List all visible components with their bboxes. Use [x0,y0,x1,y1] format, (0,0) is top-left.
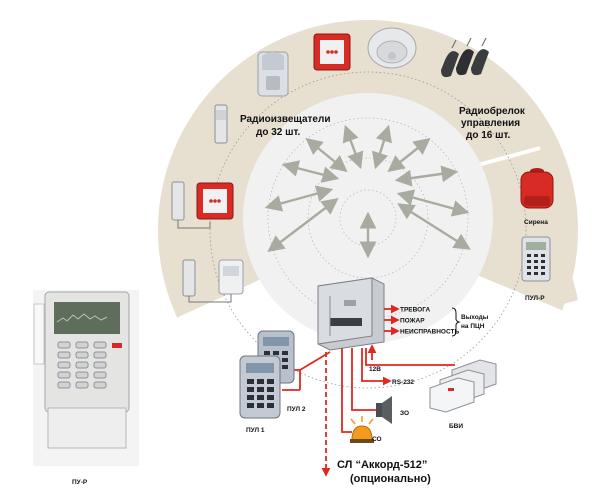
door-contact-icon [214,104,228,144]
pul2-label: ПУЛ 2 [287,406,306,413]
radio-fob-label-line3: до 16 шт. [466,130,510,141]
siren-label: Сирена [524,219,548,226]
radio-link-arrows [264,124,471,259]
bvi-label: БВИ [449,423,463,430]
pul-r-keypad-icon [521,236,551,282]
smoke-detector-icon [367,27,417,69]
zo-label: ЗО [400,410,409,417]
sl-label-line2: (опционально) [350,473,431,485]
output-alarm-label: ТРЕВОГА [400,307,431,314]
manual-call-point-left-icon [196,182,234,220]
output-fire-label: ПОЖАР [400,318,425,325]
window-contact-icon [171,181,211,229]
pul1-keypad-icon [239,355,281,419]
siren-icon [520,168,554,209]
control-panel-icon [317,277,385,351]
radio-detectors-label-line1: Радиоизвещатели [240,114,330,125]
dotted-range-circle [209,71,527,389]
pul1-label: ПУЛ 1 [246,427,265,434]
outputs-bracket [451,307,461,337]
outputs-label-line1: Выходы [461,314,489,321]
ring-right-segment [480,160,578,305]
pir-detector-icon [257,51,289,97]
pul-r-label: ПУЛ-Р [525,295,545,302]
so-label: СО [372,436,382,443]
strobe-light-icon [350,416,374,443]
sl-label-line1: СЛ “Аккорд-512” [337,459,427,471]
speaker-icon [376,396,392,424]
outputs-label-line2: на ПЦН [461,323,485,330]
pu-r-panel-icon [33,290,139,466]
radio-fob-label-line2: управления [461,118,520,129]
output-fault-label: НЕИСПРАВНОСТЬ [400,329,459,336]
radio-fob-label-line1: Радиобрелок [459,105,526,117]
bvi-module-icon [429,359,497,413]
manual-call-point-icon [313,33,351,71]
rs232-label: RS-232 [392,379,414,386]
glass-break-detector-icon [182,259,244,303]
key-fob-icon [441,37,489,78]
pu-r-label: ПУ-Р [72,479,88,486]
radio-detectors-label-line2: до 32 шт. [256,127,300,138]
v12-label: 12В [369,366,381,373]
